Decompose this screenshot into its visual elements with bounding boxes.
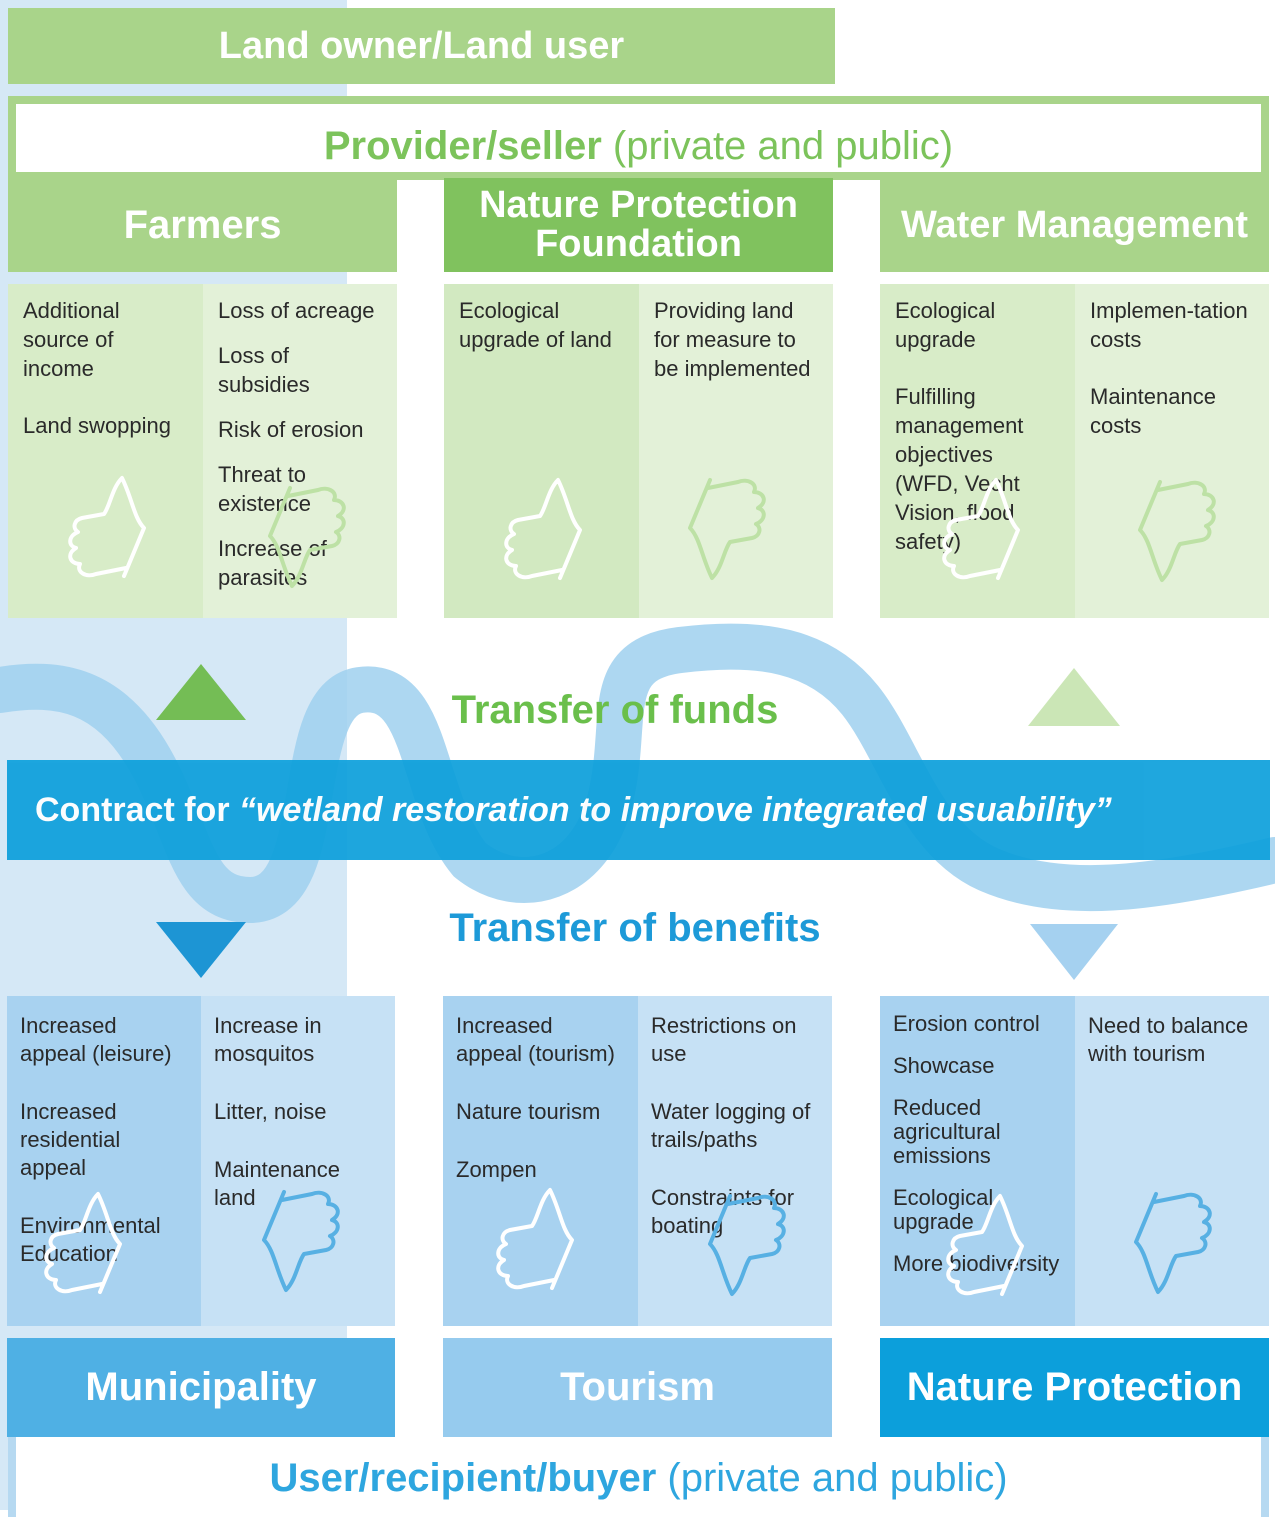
- municipality-pro-item: Increased residential appeal: [20, 1099, 121, 1180]
- provider-title-rest: (private and public): [601, 124, 954, 168]
- municipality-con-item: Litter, noise: [214, 1099, 327, 1124]
- water-management-pros: Ecological upgrade Fulfilling management…: [880, 284, 1075, 618]
- nature-foundation-pro-item: Ecological upgrade of land: [459, 298, 612, 352]
- tourism-cons: Restrictions on use Water logging of tra…: [638, 996, 832, 1326]
- down-arrow-icon: [1030, 924, 1118, 980]
- thumbs-down-icon: [1138, 480, 1216, 582]
- nature-protection-pro-item: Erosion control: [893, 1011, 1040, 1036]
- up-arrow-icon: [1028, 668, 1120, 726]
- user-title-bold: User/recipient/buyer: [269, 1456, 657, 1500]
- farmers-con-item: Risk of erosion: [218, 417, 364, 442]
- nature-protection-pro-item: Ecological upgrade: [893, 1185, 994, 1234]
- land-owner-header: Land owner/Land user: [8, 8, 835, 84]
- municipality-pro-item: Increased appeal (leisure): [20, 1013, 172, 1066]
- farmers-con-item: Increase of parasites: [218, 536, 327, 590]
- farmers-cons: Loss of acreage Loss of subsidies Risk o…: [203, 284, 397, 618]
- nature-protection-pros: Erosion control Showcase Reduced agricul…: [880, 996, 1075, 1326]
- farmers-pros: Additional source of income Land swoppin…: [8, 284, 203, 618]
- thumbs-down-icon: [262, 1190, 340, 1292]
- municipality-con-item: Maintenance land: [214, 1157, 340, 1210]
- farmers-con-item: Loss of acreage: [218, 298, 375, 323]
- water-management-header: Water Management: [880, 178, 1269, 272]
- nature-protection-cons: Need to balance with tourism: [1075, 996, 1269, 1326]
- nature-protection-header: Nature Protection: [880, 1338, 1269, 1437]
- nature-protection-con-item: Need to balance with tourism: [1088, 1013, 1249, 1066]
- thumbs-up-icon: [496, 1188, 574, 1290]
- nature-protection-pro-item: Showcase: [893, 1053, 995, 1078]
- tourism-con-item: Constraints for boating: [651, 1185, 795, 1238]
- thumbs-down-icon: [1134, 1192, 1212, 1294]
- transfer-benefits-label: Transfer of benefits: [449, 906, 821, 950]
- nature-foundation-con-item: Providing land for measure to be impleme…: [654, 298, 811, 381]
- user-frame: [8, 1437, 1269, 1517]
- user-title-rest: (private and public): [656, 1456, 1008, 1500]
- municipality-header: Municipality: [7, 1338, 395, 1437]
- water-management-con-item: Maintenance costs: [1090, 384, 1216, 438]
- water-management-pro-item: Ecological upgrade: [895, 298, 996, 352]
- nature-foundation-header: Nature Protection Foundation: [444, 178, 833, 272]
- thumbs-down-icon: [688, 478, 766, 580]
- farmers-header: Farmers: [8, 178, 397, 272]
- contract-quote: “wetland restoration to improve integrat…: [239, 791, 1112, 829]
- provider-title-bold: Provider/seller: [323, 124, 602, 168]
- thumbs-up-icon: [44, 1192, 122, 1294]
- up-arrow-icon: [156, 664, 246, 720]
- thumbs-up-icon: [946, 1194, 1024, 1296]
- nature-foundation-cons: Providing land for measure to be impleme…: [639, 284, 833, 618]
- tourism-pros: Increased appeal (tourism) Nature touris…: [443, 996, 638, 1326]
- nature-protection-pro-item: Reduced agricultural emissions: [893, 1095, 1001, 1168]
- municipality-pro-item: Environmental Education: [20, 1213, 161, 1266]
- nature-protection-pro-item: More biodiversity: [893, 1251, 1060, 1276]
- thumbs-up-icon: [68, 476, 146, 578]
- tourism-con-item: Restrictions on use: [651, 1013, 797, 1066]
- tourism-pro-item: Zompen: [456, 1157, 537, 1182]
- thumbs-down-icon: [268, 486, 346, 588]
- provider-frame: [8, 96, 1269, 180]
- tourism-header: Tourism: [443, 1338, 832, 1437]
- thumbs-up-icon: [942, 478, 1020, 580]
- contract-banner: Contract for “wetland restoration to imp…: [7, 760, 1270, 860]
- user-title: User/recipient/buyer (private and public…: [8, 1448, 1269, 1508]
- municipality-pros: Increased appeal (leisure) Increased res…: [7, 996, 201, 1326]
- thumbs-down-icon: [708, 1194, 786, 1296]
- tourism-pro-item: Increased appeal (tourism): [456, 1013, 615, 1066]
- municipality-con-item: Increase in mosquitos: [214, 1013, 322, 1066]
- thumbs-up-icon: [504, 478, 582, 580]
- provider-title: Provider/seller (private and public): [8, 96, 1269, 196]
- tourism-pro-item: Nature tourism: [456, 1099, 601, 1124]
- farmers-pro-item: Land swopping: [23, 413, 172, 438]
- water-management-cons: Implemen-tation costs Maintenance costs: [1075, 284, 1269, 618]
- farmers-pro-item: Additional source of income: [23, 298, 120, 381]
- down-arrow-icon: [156, 922, 246, 978]
- nature-foundation-pros: Ecological upgrade of land: [444, 284, 639, 618]
- water-management-con-item: Implemen-tation costs: [1090, 298, 1248, 352]
- contract-prefix: Contract for: [35, 791, 239, 829]
- tourism-con-item: Water logging of trails/paths: [651, 1099, 811, 1152]
- transfer-funds-label: Transfer of funds: [451, 688, 779, 732]
- farmers-con-item: Loss of subsidies: [218, 343, 310, 397]
